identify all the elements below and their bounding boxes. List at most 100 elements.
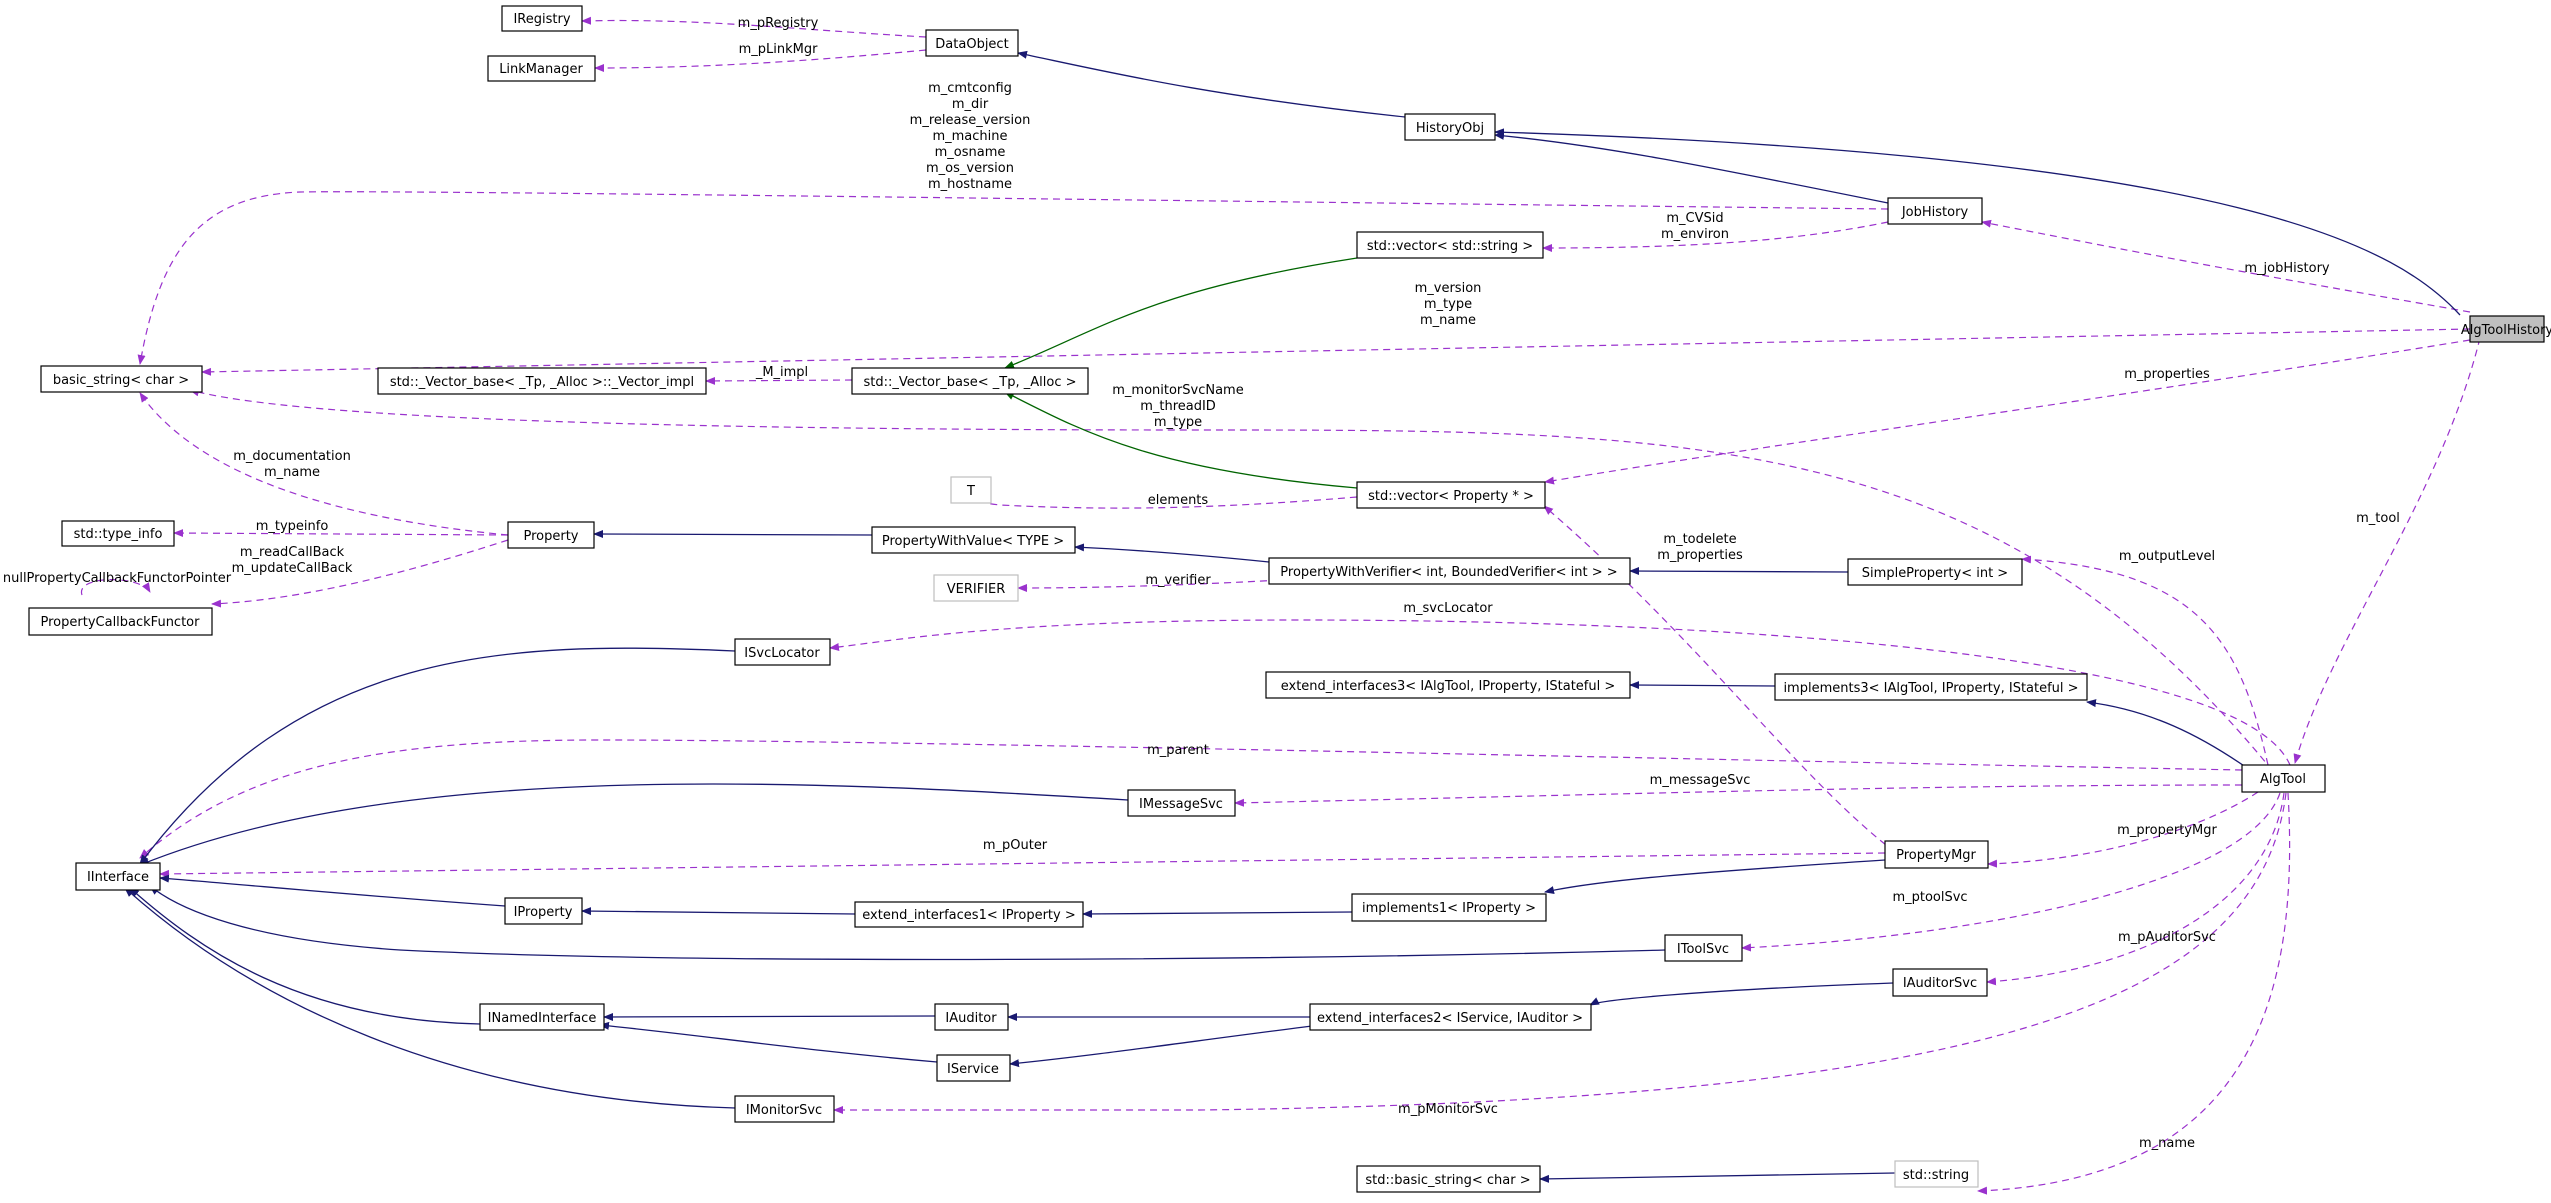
node-algtool[interactable]: AlgTool: [2241, 764, 2326, 793]
node-vector-property[interactable]: std::vector< Property * >: [1356, 481, 1546, 509]
node-extend-interfaces1[interactable]: extend_interfaces1< IProperty >: [854, 901, 1084, 928]
node-iregistry[interactable]: IRegistry: [501, 5, 583, 32]
node-verifier[interactable]: VERIFIER: [933, 574, 1019, 602]
label-m_svclocator: m_svcLocator: [1403, 601, 1493, 616]
node-linkmanager[interactable]: LinkManager: [487, 55, 596, 82]
node-imessagesvc[interactable]: IMessageSvc: [1127, 789, 1236, 817]
node-type-info[interactable]: std::type_info: [61, 520, 175, 547]
node-property[interactable]: Property: [507, 521, 595, 549]
edge-extend1-iproperty: [581, 907, 856, 916]
label-m_pmonitorsvc: m_pMonitorSvc: [1398, 1102, 1498, 1117]
edge-m_properties: [1544, 339, 2471, 485]
node-property-with-verifier-label: PropertyWithVerifier< int, BoundedVerifi…: [1280, 565, 1617, 580]
edge-m_plinkmgr: [594, 49, 927, 72]
label-jobhistory-string-4: m_osname: [935, 145, 1006, 160]
node-algtool-label: AlgTool: [2260, 772, 2306, 787]
node-iservice[interactable]: IService: [936, 1054, 1011, 1082]
node-basic-string-std[interactable]: std::basic_string< char >: [1356, 1165, 1541, 1193]
node-iauditor[interactable]: IAuditor: [934, 1003, 1009, 1031]
label-elements: elements: [1148, 493, 1209, 508]
edge-itoolsvc-iinterface: [149, 885, 1666, 961]
edge-implements3-extend3: [1629, 681, 1776, 690]
node-iproperty[interactable]: IProperty: [504, 897, 583, 925]
node-extend-interfaces2[interactable]: extend_interfaces2< IService, IAuditor >: [1309, 1003, 1592, 1031]
label-m_name: m_name: [2139, 1136, 2195, 1151]
label-m_outputlevel: m_outputLevel: [2119, 549, 2215, 564]
node-basic-string-std-label: std::basic_string< char >: [1365, 1173, 1530, 1188]
node-extend-interfaces3[interactable]: extend_interfaces3< IAlgTool, IProperty,…: [1265, 671, 1631, 699]
node-itoolsvc[interactable]: IToolSvc: [1664, 934, 1743, 962]
node-t[interactable]: T: [950, 476, 992, 504]
node-historyobj[interactable]: HistoryObj: [1404, 113, 1496, 141]
node-basic-string[interactable]: basic_string< char >: [40, 365, 203, 393]
label-jobhistory-string-6: m_hostname: [928, 177, 1012, 192]
edge-pwver-pwv: [1074, 543, 1270, 563]
edge-imessagesvc-iinterface: [139, 783, 1129, 866]
node-std-string[interactable]: std::string: [1894, 1160, 1979, 1188]
edge-m_pregistry: [581, 16, 927, 38]
label-m_tool: m_tool: [2356, 511, 2400, 526]
edge-iauditorsvc-extend2: [1589, 982, 1894, 1006]
edge-simple-pwver: [1629, 567, 1849, 576]
node-jobhistory[interactable]: JobHistory: [1887, 197, 1983, 225]
node-propertymgr[interactable]: PropertyMgr: [1884, 840, 1989, 869]
label-null-pointer: nullPropertyCallbackFunctorPointer: [3, 571, 232, 586]
node-iauditor-label: IAuditor: [945, 1011, 997, 1026]
node-iregistry-label: IRegistry: [513, 12, 570, 27]
label-algtoolhistory-string-0: m_version: [1415, 281, 1482, 296]
edge-m_impl: [705, 376, 853, 385]
node-jobhistory-label: JobHistory: [1901, 205, 1969, 220]
node-t-label: T: [966, 484, 975, 499]
label-jobhistory-string-0: m_cmtconfig: [928, 81, 1012, 96]
node-extend-interfaces1-label: extend_interfaces1< IProperty >: [862, 908, 1075, 923]
node-vector-string-label: std::vector< std::string >: [1367, 239, 1533, 254]
edge-algtoolhistory-basic-string: [201, 328, 2471, 376]
label-algtoolhistory-string-1: m_type: [1424, 297, 1472, 312]
node-dataobject[interactable]: DataObject: [925, 29, 1019, 57]
node-type-info-label: std::type_info: [74, 527, 163, 542]
label-m_typeinfo: m_typeinfo: [256, 519, 329, 534]
label-m_impl: _M_impl: [755, 365, 808, 380]
node-extend-interfaces2-label: extend_interfaces2< IService, IAuditor >: [1317, 1011, 1583, 1026]
node-implements3-label: implements3< IAlgTool, IProperty, IState…: [1783, 681, 2078, 696]
node-property-with-verifier[interactable]: PropertyWithVerifier< int, BoundedVerifi…: [1268, 557, 1631, 585]
label-m_plinkmgr: m_pLinkMgr: [739, 42, 819, 57]
node-property-label: Property: [523, 529, 578, 544]
node-simple-property[interactable]: SimpleProperty< int >: [1847, 558, 2023, 586]
edge-vector-string-vector-base: [1004, 257, 1358, 369]
node-iinterface[interactable]: IInterface: [75, 862, 161, 891]
node-vector-impl[interactable]: std::_Vector_base< _Tp, _Alloc >::_Vecto…: [377, 367, 707, 395]
node-implements1[interactable]: implements1< IProperty >: [1351, 893, 1547, 922]
edge-m_ptoolsvc: [1741, 792, 2281, 952]
node-algtoolhistory[interactable]: AlgToolHistory: [2461, 315, 2551, 343]
edge-m_propertymgr: [1987, 791, 2259, 868]
node-algtoolhistory-label: AlgToolHistory: [2461, 323, 2551, 338]
label-m_pregistry: m_pRegistry: [738, 16, 819, 31]
label-algtool-string-0: m_monitorSvcName: [1112, 383, 1243, 398]
edge-m_pmonitorsvc: [833, 792, 2287, 1114]
node-basic-string-label: basic_string< char >: [53, 373, 189, 388]
edge-m_svclocator: [829, 619, 2291, 766]
label-m_pouter: m_pOuter: [983, 838, 1048, 853]
edge-callbacks: [211, 539, 509, 608]
label-algtool-string-2: m_type: [1154, 415, 1202, 430]
node-implements3[interactable]: implements3< IAlgTool, IProperty, IState…: [1774, 673, 2088, 701]
edge-imonitorsvc-iinterface: [124, 887, 736, 1109]
label-m_messagesvc: m_messageSvc: [1650, 773, 1751, 788]
node-property-callback-functor[interactable]: PropertyCallbackFunctor: [28, 607, 213, 636]
edge-m_pauditorsvc: [1986, 792, 2285, 986]
label-m_properties: m_properties: [2124, 367, 2210, 382]
node-isvclocator[interactable]: ISvcLocator: [734, 638, 831, 666]
node-iservice-label: IService: [947, 1062, 999, 1077]
node-imonitorsvc[interactable]: IMonitorSvc: [734, 1095, 835, 1123]
node-iauditorsvc[interactable]: IAuditorSvc: [1892, 968, 1988, 997]
edge-pwv-property: [593, 530, 873, 539]
label-jobhistory-string-1: m_dir: [952, 97, 989, 112]
node-vector-base[interactable]: std::_Vector_base< _Tp, _Alloc >: [851, 367, 1089, 395]
label-jobhistory-string-5: m_os_version: [926, 161, 1014, 176]
label-m_verifier: m_verifier: [1145, 573, 1211, 588]
node-vector-impl-label: std::_Vector_base< _Tp, _Alloc >::_Vecto…: [390, 375, 694, 390]
node-inamedinterface[interactable]: INamedInterface: [479, 1003, 605, 1031]
node-property-with-value[interactable]: PropertyWithValue< TYPE >: [871, 526, 1076, 554]
node-vector-string[interactable]: std::vector< std::string >: [1356, 231, 1544, 259]
